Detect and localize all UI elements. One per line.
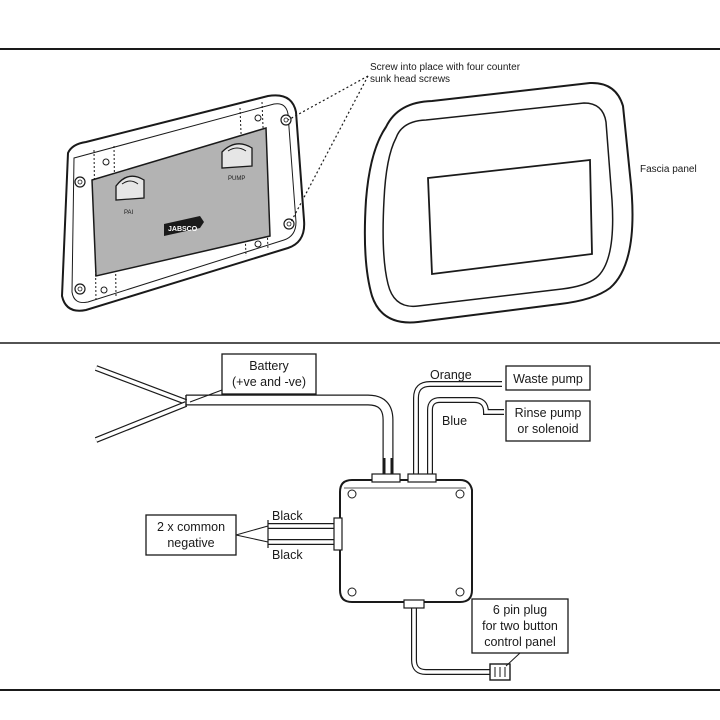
screw-hole-icon [74,283,86,295]
mounting-plate [60,94,306,312]
rocker-button-icon [221,143,253,169]
corner-hole [102,158,110,166]
screw-hole-icon [74,176,86,188]
pump-cables [413,381,504,476]
negative-cables [267,520,340,548]
jabsco-logo-icon: JABSCO [164,216,204,236]
plug-cable [411,606,490,675]
brand-logo: JABSCO [168,226,198,233]
battery-label-line1: Battery [249,359,289,373]
button-right-label: PUMP [228,176,245,182]
battery-callout: Battery (+ve and -ve) [189,353,317,403]
fascia-label: Fascia panel [640,164,697,175]
corner-hole [254,240,262,248]
battery-label-line2: (+ve and -ve) [232,375,306,389]
rinse-pump-callout: Rinse pump or solenoid [505,400,591,442]
corner-hole [254,114,262,122]
black-top-label: Black [272,509,303,523]
screw-leader [290,75,369,223]
fascia-window [427,158,593,276]
negative-label-line1: 2 x common [157,520,225,534]
waste-pump-callout: Waste pump [505,365,591,391]
control-box [333,473,473,609]
plug-label-line1: 6 pin plug [493,603,547,617]
connector-plug-icon [489,663,511,681]
screw-note-line2: sunk head screws [370,74,450,85]
negative-callout: 2 x common negative [145,514,269,556]
rinse-pump-label-line2: or solenoid [517,422,578,436]
rinse-pump-label-line1: Rinse pump [515,406,582,420]
blue-wire-label: Blue [442,414,467,428]
orange-wire-label: Orange [430,368,472,382]
corner-hole [100,286,108,294]
plug-label-line2: for two button [482,619,558,633]
screw-hole-icon [280,114,292,126]
fascia-panel [363,81,634,324]
screw-leader [287,75,369,121]
screw-hole-icon [283,218,295,230]
black-bottom-label: Black [272,548,303,562]
rocker-button-icon [115,175,145,201]
waste-pump-label: Waste pump [513,372,583,386]
battery-cable [94,365,394,480]
screw-note-line1: Screw into place with four counter [370,62,521,73]
button-left-label: PAI [124,210,134,216]
negative-label-line2: negative [167,536,214,550]
plug-label-line3: control panel [484,635,556,649]
plug-callout: 6 pin plug for two button control panel [471,598,569,667]
